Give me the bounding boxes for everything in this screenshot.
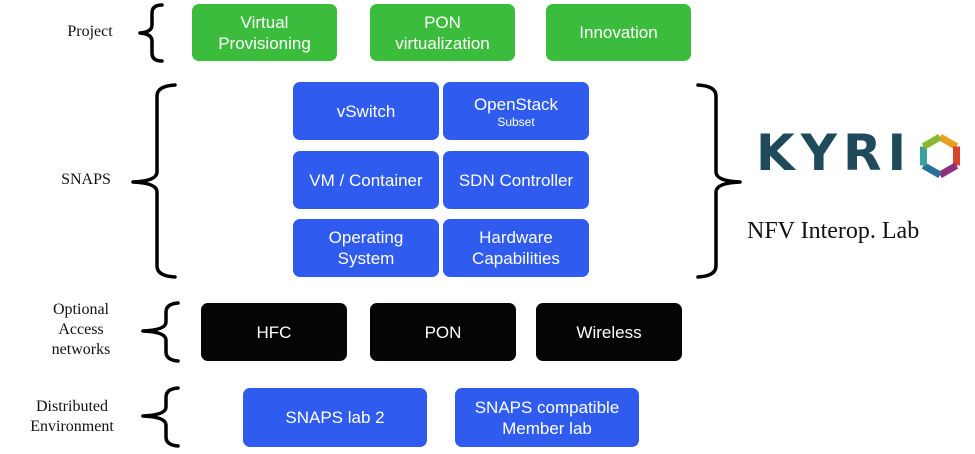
distributed-brace	[141, 386, 180, 448]
vm-container-text: VM / Container	[309, 170, 423, 190]
access-brace	[141, 301, 180, 363]
pon-virtualization-box: PON virtualization	[370, 4, 515, 61]
distributed-label: Distributed Environment	[30, 398, 114, 435]
pon-virtualization-text: PON virtualization	[395, 12, 490, 53]
hfc-text: HFC	[256, 322, 292, 342]
vswitch-box: vSwitch	[293, 82, 439, 140]
virtual-provisioning-box: Virtual Provisioning	[192, 4, 337, 61]
sdn-controller-text: SDN Controller	[458, 170, 574, 190]
innovation-box: Innovation	[546, 4, 691, 61]
sdn-controller-box: SDN Controller	[443, 151, 589, 209]
vm-container-box: VM / Container	[293, 151, 439, 209]
openstack-box: OpenStack Subset	[443, 82, 589, 140]
snaps-lab-2-box: SNAPS lab 2	[243, 388, 427, 447]
operating-system-box: Operating System	[293, 219, 439, 277]
project-label: Project	[67, 23, 113, 40]
project-brace	[138, 3, 164, 63]
snaps-brace	[131, 83, 177, 279]
virtual-provisioning-text: Virtual Provisioning	[218, 12, 311, 53]
operating-system-text: Operating System	[328, 228, 404, 268]
snaps-label: SNAPS	[61, 171, 111, 188]
snaps-lab-2-text: SNAPS lab 2	[285, 408, 385, 427]
pon-box: PON	[370, 303, 516, 361]
wireless-text: Wireless	[576, 322, 642, 342]
hfc-box: HFC	[201, 303, 347, 361]
innovation-text: Innovation	[579, 23, 658, 42]
vswitch-text: vSwitch	[336, 101, 396, 121]
pon-text: PON	[424, 322, 462, 342]
member-lab-box: SNAPS compatible Member lab	[455, 388, 639, 447]
kyrio-ring-icon	[920, 133, 960, 179]
logo-brace	[696, 83, 742, 279]
kyrio-wordmark: KYRI	[756, 124, 913, 182]
hardware-capabilities-box: Hardware Capabilities	[443, 219, 589, 277]
hardware-capabilities-text: Hardware Capabilities	[472, 228, 560, 268]
access-label: Optional Access networks	[51, 301, 111, 358]
openstack-subset-text: Subset	[497, 114, 535, 129]
nfv-interop-lab-caption: NFV Interop. Lab	[747, 218, 920, 244]
wireless-box: Wireless	[536, 303, 682, 361]
member-lab-text: SNAPS compatible Member lab	[474, 397, 620, 438]
openstack-text: OpenStack	[473, 94, 559, 114]
